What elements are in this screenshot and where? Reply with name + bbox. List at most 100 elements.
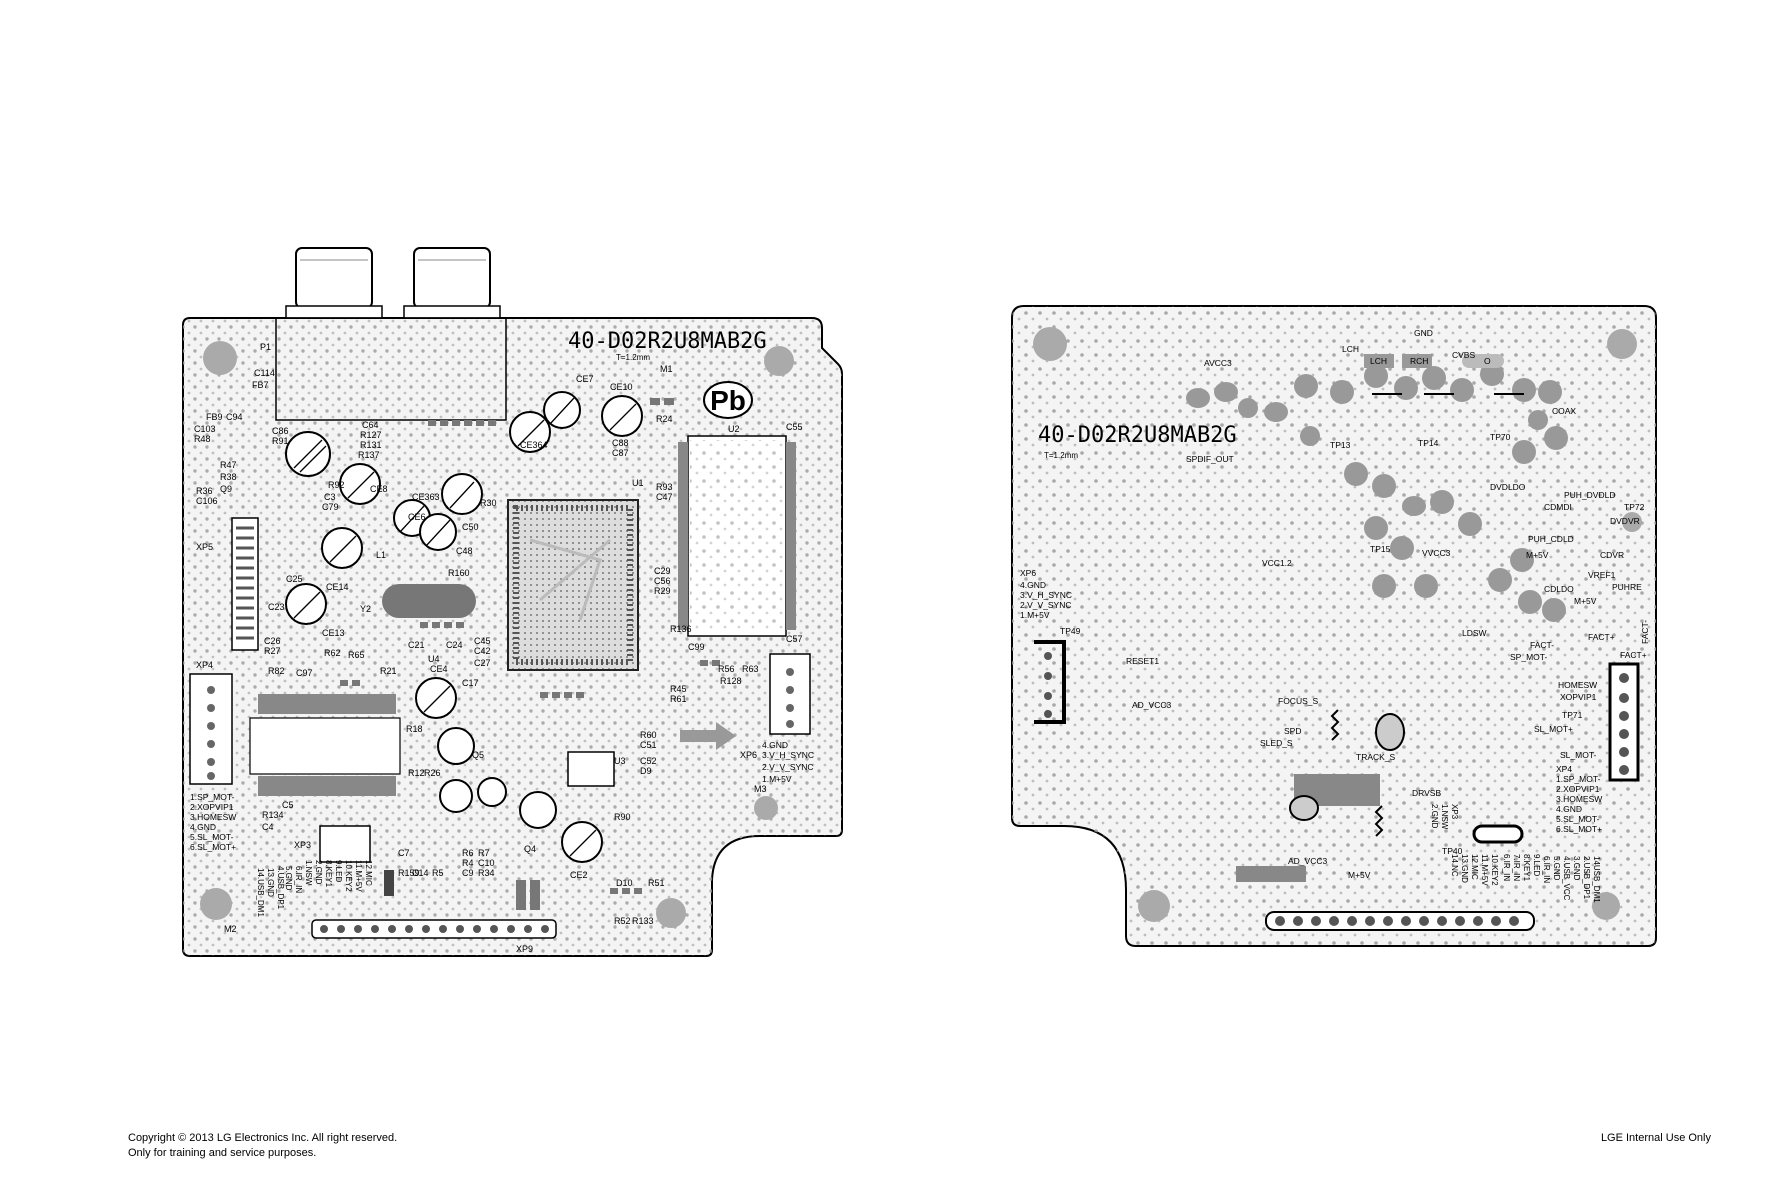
label-ce7: CE7 (576, 374, 594, 384)
label-c7: R159 (398, 868, 420, 878)
connector-xp4 (189, 673, 233, 785)
right-xp6-pin: 3.V_H_SYNC (1020, 590, 1072, 600)
mount-hole (1138, 890, 1170, 922)
label-coax: COAX (1552, 406, 1576, 416)
left-board: Pb 40-D02R2U8MAB2G T=1.2mm P1 XP5 XP4 XP… (182, 247, 843, 957)
xp4-pin: 5.SL_MOT- (190, 832, 234, 842)
label-r160: R160 (448, 568, 470, 578)
label-ce2: CE2 (570, 870, 588, 880)
label-homesw: HOMESW (1558, 680, 1597, 690)
xp9-pin-list: 14.USB_DM1 13.GND 12.MIC 11.M+5V 10.KEY2… (256, 860, 373, 917)
label-r24: R24 (656, 414, 673, 424)
rca-connector-left (285, 247, 383, 319)
p1-outline (275, 317, 507, 421)
label-c21: C24 (446, 640, 463, 650)
label-sp-mot: SP_MOT- (1510, 652, 1547, 662)
label-c79: C79 (322, 502, 339, 512)
xp9-pin: 14.USB_DM1 (256, 868, 265, 917)
label-r137: R137 (358, 450, 380, 460)
right-xp9-pin: 3.GND (1572, 856, 1581, 881)
right-xp3-pin: 2.GND (1430, 804, 1439, 829)
smd-block (1236, 866, 1306, 882)
label-r47: R38 (220, 472, 237, 482)
label-u3: U3 (614, 756, 626, 766)
right-xp4-pin: 2.XOPVIP1 (1556, 784, 1600, 794)
label-r12: R26 (424, 768, 441, 778)
label-c103: R48 (194, 434, 211, 444)
right-xp9-pin: 13.GND (1460, 854, 1469, 883)
label-m3: M3 (754, 784, 767, 794)
label-r5: R6 (462, 848, 474, 858)
label-sl-mot-minus: SL_MOT- (1560, 750, 1597, 760)
label-m2: M2 (224, 924, 237, 934)
label-tp72: TP72 (1624, 502, 1645, 512)
xp4-pin-list: 1.SP_MOT- 2.XOPVIP1 3.HOMESW 4.GND 5.SL_… (190, 792, 236, 852)
right-xp3-pins: XP3 1.NSW 2.GND (1430, 804, 1459, 830)
left-thickness: T=1.2mm (616, 353, 650, 362)
label-xp9: XP9 (516, 944, 533, 954)
label-r46: R45 (670, 684, 687, 694)
label-sled-s: SLED_S (1260, 738, 1293, 748)
label-r27: R27 (264, 646, 281, 656)
right-xp9-pin: 14.NC (1450, 854, 1459, 877)
transistor-q5 (437, 727, 475, 765)
label-tp70: TP70 (1490, 432, 1511, 442)
xp4-pin: 3.HOMESW (190, 812, 236, 822)
label-r25: C42 (474, 646, 491, 656)
transistor-right-1 (1375, 713, 1405, 751)
label-p1: P1 (260, 342, 271, 352)
label-c25: C25 (286, 574, 303, 584)
label-spdif-out: SPDIF_OUT (1186, 454, 1234, 464)
right-xp9-pin: 11.M+5V (1480, 854, 1489, 886)
right-xp6-pin: 1.M+5V (1020, 610, 1050, 620)
label-ce363: CE363 (412, 492, 440, 502)
label-c55: C55 (786, 422, 803, 432)
right-xp9-pin: 2.USB_DP1 (1582, 856, 1591, 900)
label-r63: R60 (640, 730, 657, 740)
label-track-s: TRACK_S (1356, 752, 1396, 762)
xp4-pin: 6.SL_MOT+ (190, 842, 236, 852)
right-xp9-pins-right: 14USB_DM1 2.USB_DP1 3.GND 4.USB_VCC 5.GN… (1542, 856, 1601, 903)
label-c114: FB7 (252, 380, 269, 390)
label-r7: C10 (478, 858, 495, 868)
label-c41: C99 (688, 642, 705, 652)
xp6-pin: 2.V_V_SYNC (762, 762, 814, 772)
label-reset1: RESET1 (1126, 656, 1159, 666)
right-xp9-pins-left: 10.KEY2 11.M+5V 12.MIC 13.GND 14.NC 9.LE… (1450, 854, 1541, 886)
label-r62: R62 (324, 648, 341, 658)
connector-xp9 (311, 919, 557, 939)
right-xp9-pin: 10.KEY2 (1490, 854, 1499, 886)
right-xp9-pin: 14USB_DM1 (1592, 856, 1601, 903)
label-r21: R21 (380, 666, 397, 676)
label-tp40: TP40 (1442, 846, 1463, 856)
label-ldsw: LDSW (1462, 628, 1487, 638)
rch-pad (1402, 354, 1432, 368)
label-r128: R56 (718, 664, 735, 674)
xp9-pin: 10.KEY2 (344, 860, 353, 892)
xp3-pin: 2.GND (314, 860, 323, 885)
lch-pad (1364, 354, 1394, 368)
label-ce364: CE364 (520, 440, 548, 450)
resistor-trace (1374, 805, 1384, 837)
xp3-pin-list: 1.NSW 2.GND (304, 860, 323, 886)
label-fact-plus-2: FACT+ (1620, 650, 1647, 660)
mount-hole (754, 796, 778, 820)
label-c56: R29 (654, 586, 671, 596)
label-c42: C27 (474, 658, 491, 668)
label-sl-mot-plus: SL_MOT+ (1534, 724, 1573, 734)
label-q5: Q5 (472, 750, 484, 760)
label-l1: R92 (328, 480, 345, 490)
label-c47: C47 (656, 492, 673, 502)
copyright-text: Copyright © 2013 LG Electronics Inc. All… (128, 1132, 398, 1144)
label-r36: C106 (196, 496, 218, 506)
label-m5v: M+5V (1526, 550, 1549, 560)
xp9-pin: 8.KEY1 (324, 860, 333, 888)
xp6-pin: 1.M+5V (762, 774, 792, 784)
led-right (477, 777, 507, 807)
label-tp14: TP14 (1418, 438, 1439, 448)
mount-hole (1592, 892, 1620, 920)
xp6-pin-list: 4.GND 3.V_H_SYNC 2.V_V_SYNC 1.M+5V (762, 740, 814, 784)
label-tp49: TP49 (1060, 626, 1081, 636)
left-part-number: 40-D02R2U8MAB2G (568, 329, 767, 354)
label-ce13: CE13 (322, 628, 345, 638)
